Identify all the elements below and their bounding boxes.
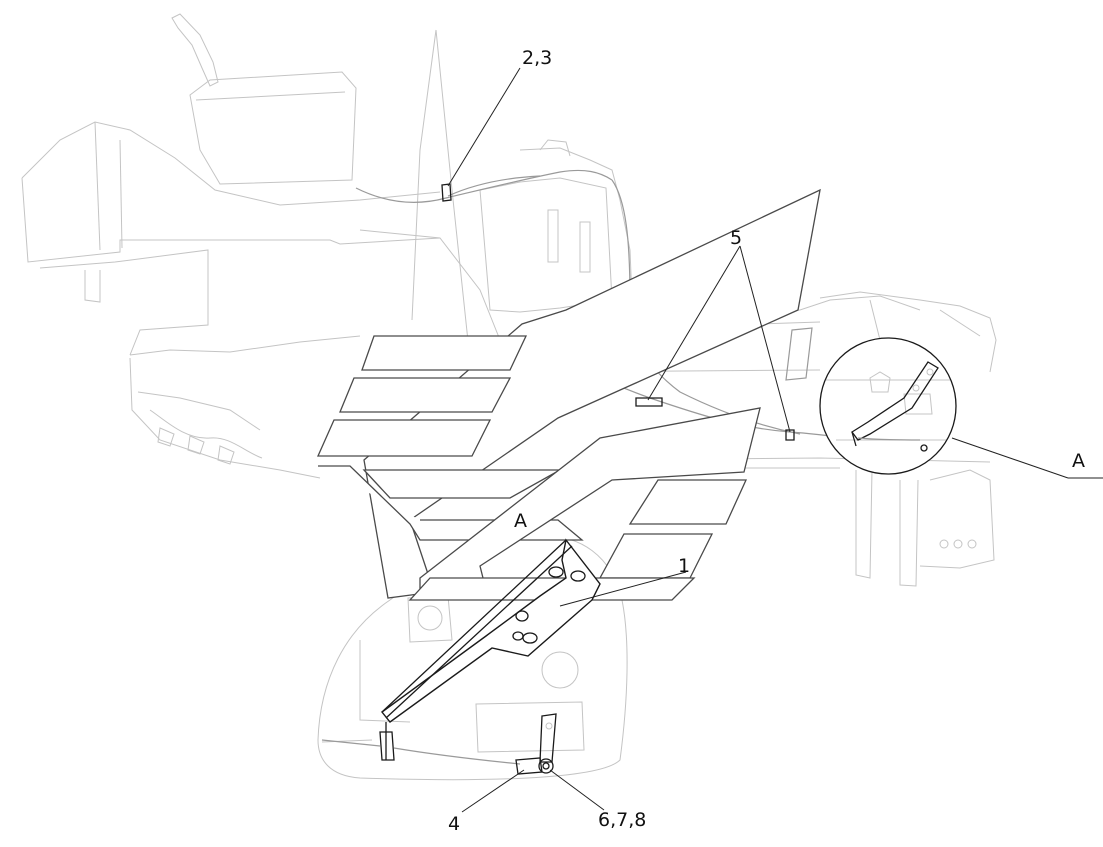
callout-6-7-8: 6,7,8 bbox=[598, 809, 646, 831]
detail-circle-a bbox=[819, 337, 957, 475]
callout-labels: 2,3 5 A A 1 4 6,7,8 bbox=[448, 47, 1085, 835]
callout-1: 1 bbox=[678, 555, 690, 577]
leader-lines bbox=[447, 67, 1103, 813]
callout-4: 4 bbox=[448, 813, 460, 835]
callout-a-right: A bbox=[1072, 450, 1085, 472]
callout-5: 5 bbox=[730, 227, 742, 249]
view-direction-arrow bbox=[316, 188, 821, 601]
callout-a-center: A bbox=[514, 510, 527, 532]
callout-2-3: 2,3 bbox=[522, 47, 552, 69]
machine-background bbox=[21, 13, 997, 781]
